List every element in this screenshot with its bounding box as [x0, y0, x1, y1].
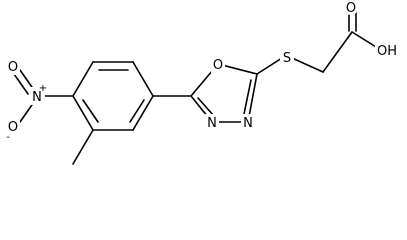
atom-o-nitro-bottom: O: [8, 120, 18, 135]
bond-ring-n3-c2-inner: [243, 79, 252, 115]
bond-benzene-inner-2: [129, 99, 145, 123]
atom-o-carbonyl: O: [346, 1, 356, 16]
bond-benzene-5: [72, 61, 94, 97]
atom-n-ring-left: N: [207, 116, 217, 131]
bond-benzene-1: [132, 61, 154, 97]
atom-labels: O OH S O N N N + O O -: [6, 1, 397, 143]
bond-c2-s: [256, 57, 283, 75]
bond-methyl: [72, 129, 94, 165]
bond-ch2-c: [322, 31, 353, 73]
bond-nitro-o-bottom: [19, 101, 35, 123]
bond-benzene-inner-3: [82, 99, 99, 123]
atom-o-ring: O: [213, 58, 223, 73]
bond-s-ch2: [291, 57, 324, 73]
bond-nitro-o-top-1: [19, 69, 35, 91]
atom-s: S: [283, 51, 291, 66]
nitro-o-negative-charge: -: [6, 132, 10, 143]
bonds: [13, 8, 382, 165]
nitro-n-positive-charge: +: [39, 83, 47, 94]
atom-o-nitro-top: O: [8, 60, 18, 75]
atom-oh: OH: [377, 44, 397, 59]
bond-nitro-o-top-2: [13, 73, 29, 95]
atom-label-masks: [6, 1, 398, 135]
bond-ring-c5-n4-inner: [197, 97, 215, 117]
bond-benzene-2: [132, 95, 154, 131]
chemical-structure-diagram: O OH S O N N N + O O -: [6, 1, 398, 165]
bond-benzene-4: [72, 95, 94, 131]
atom-n-ring-right: N: [243, 116, 253, 131]
atom-n-nitro: N: [32, 90, 42, 105]
